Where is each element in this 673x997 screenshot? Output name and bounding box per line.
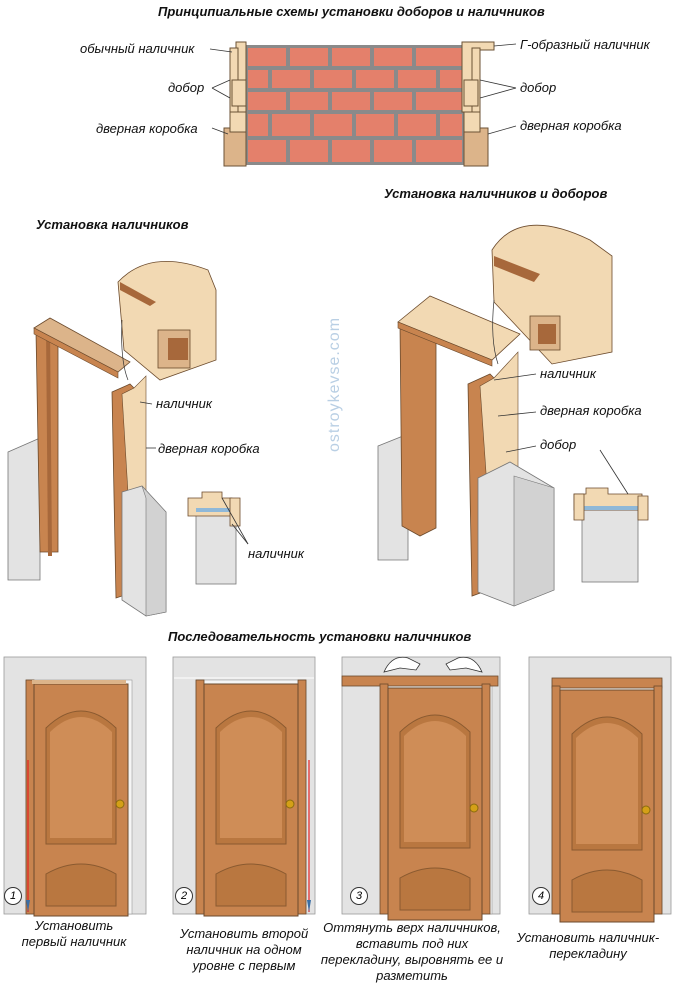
install-casing-extension-title: Установка наличников и доборов <box>384 186 608 201</box>
step-4-number: 4 <box>532 887 550 905</box>
label-frame-left: дверная коробка <box>96 121 198 136</box>
bricks <box>248 48 462 162</box>
right-label-extension: добор <box>540 437 577 452</box>
label-extension-right: добор <box>520 80 557 95</box>
label-regular-casing: обычный наличник <box>80 41 195 56</box>
step-1-caption: Установить первый наличник <box>21 918 127 949</box>
step-3-number: 3 <box>350 887 368 905</box>
label-frame-right: дверная коробка <box>520 118 622 133</box>
schemes-title: Принципиальные схемы установки доборов и… <box>158 4 545 19</box>
step-2-number: 2 <box>175 887 193 905</box>
step-1-number: 1 <box>4 887 22 905</box>
casing-install-illustration <box>7 261 249 617</box>
step-4-caption: Установить наличник-перекладину <box>516 930 660 961</box>
casing-extension-illustration <box>377 224 649 607</box>
step-3-illustration <box>341 656 501 921</box>
step-2-illustration <box>172 656 316 917</box>
right-wood-profile <box>461 41 495 167</box>
step-4-illustration <box>528 656 672 923</box>
left-label-casing-bottom: наличник <box>248 546 305 561</box>
right-label-frame: дверная коробка <box>540 403 642 418</box>
install-casing-title: Установка наличников <box>36 217 189 232</box>
step-2-caption: Установить второй наличник на одном уров… <box>179 926 309 973</box>
left-wood-profile <box>223 41 247 167</box>
left-label-frame: дверная коробка <box>158 441 260 456</box>
step-1-illustration <box>3 656 147 917</box>
label-l-casing: Г-образный наличник <box>520 37 650 52</box>
left-label-casing: наличник <box>156 396 213 411</box>
step-3-caption: Оттянуть верх наличников, вставить под н… <box>320 920 504 983</box>
sequence-title: Последовательность установки наличников <box>168 629 472 644</box>
right-label-casing: наличник <box>540 366 597 381</box>
brick-wall-scheme <box>209 41 517 167</box>
label-extension-left: добор <box>168 80 205 95</box>
